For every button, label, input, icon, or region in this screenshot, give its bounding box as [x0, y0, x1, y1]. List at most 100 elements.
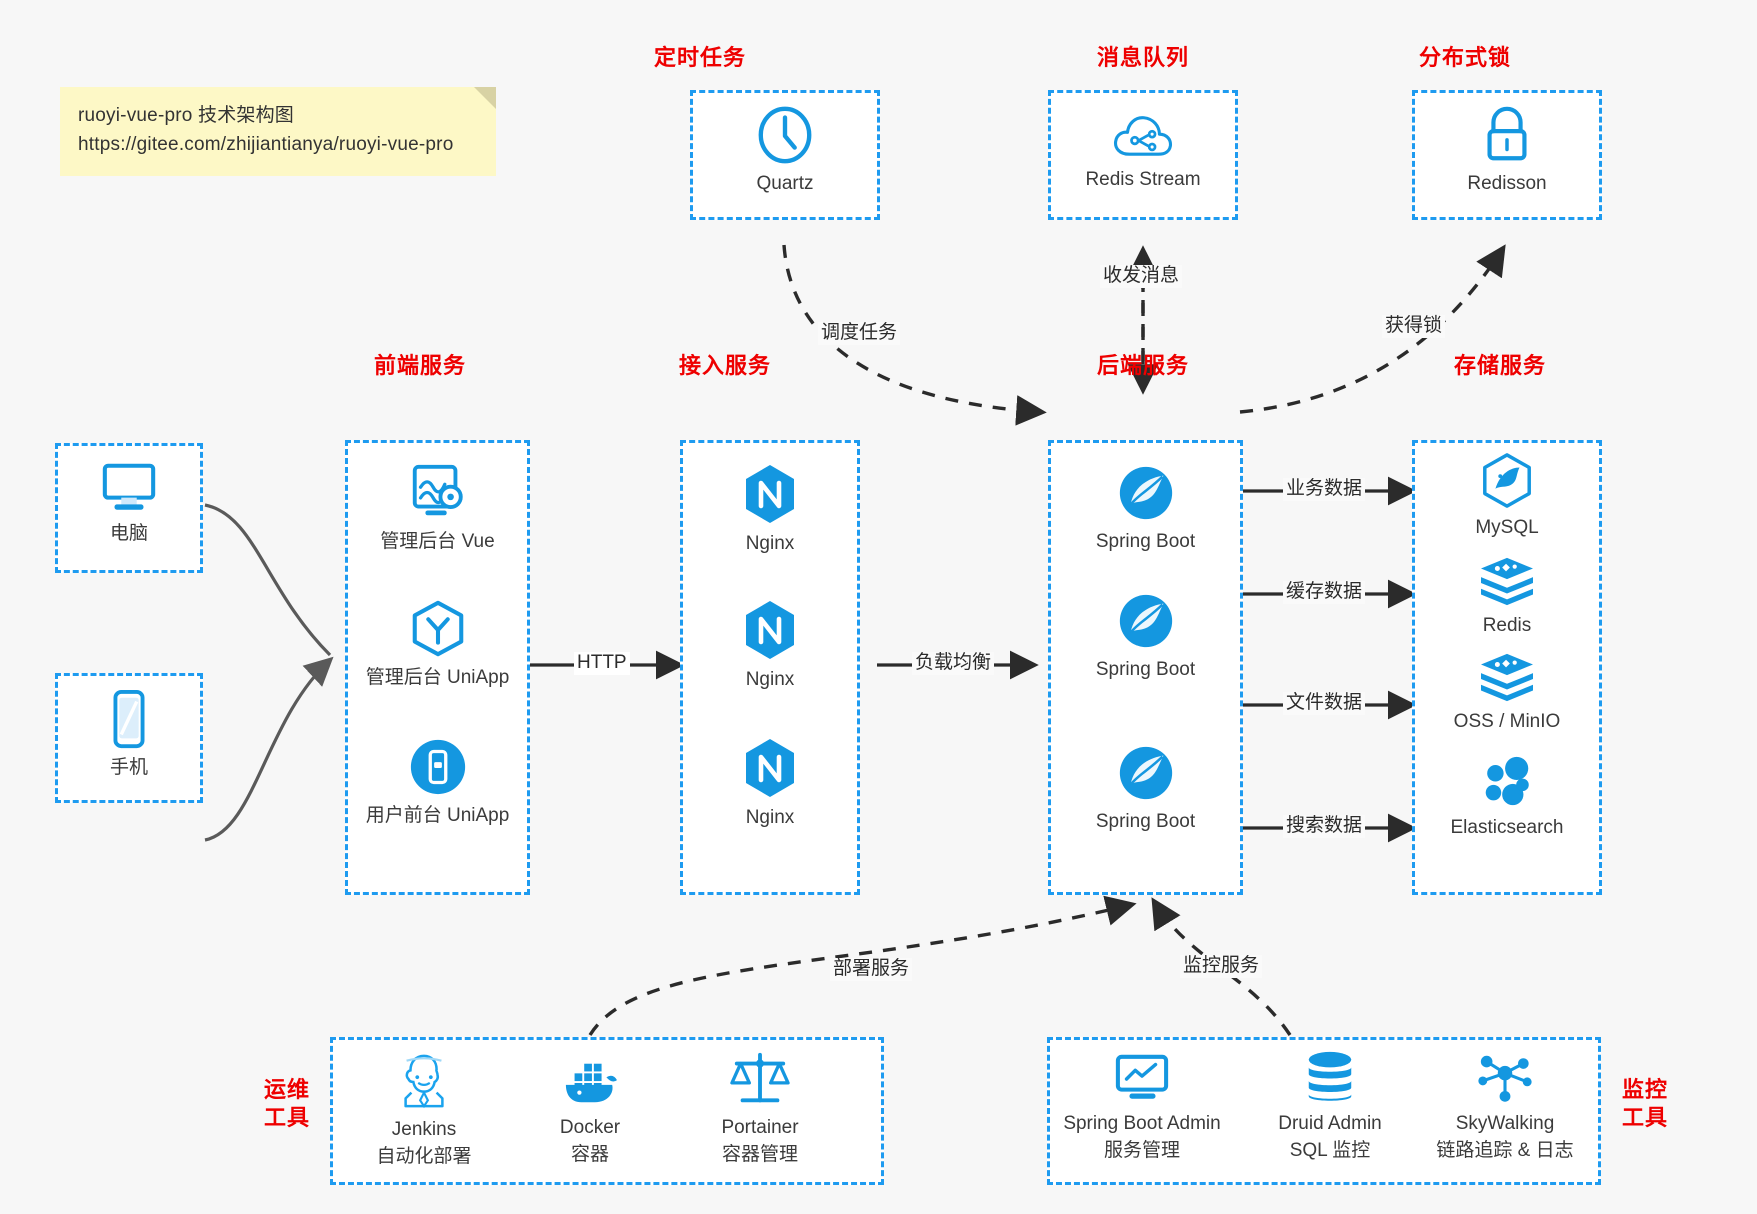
node-druid-admin-label: Druid Admin — [1278, 1113, 1382, 1134]
redis-icon — [1478, 556, 1536, 608]
group-title-storage: 存储服务 — [1453, 353, 1546, 378]
node-redisson-label: Redisson — [1467, 173, 1547, 194]
spring-boot-icon — [1115, 462, 1177, 524]
skywalking-node-icon — [1475, 1050, 1535, 1106]
mobile-app-icon — [407, 736, 469, 798]
node-nginx-3[interactable]: Nginx — [680, 736, 860, 831]
edge-label-load-balance: 负载均衡 — [912, 652, 995, 675]
node-portainer-sublabel: 容器管理 — [721, 1143, 798, 1165]
edge-label-schedule-task: 调度任务 — [818, 322, 901, 345]
node-portainer[interactable]: Portainer 容器管理 — [680, 1050, 840, 1167]
group-title-gateway: 接入服务 — [678, 353, 771, 378]
node-nginx-3-label: Nginx — [745, 807, 795, 828]
node-docker-sublabel: 容器 — [570, 1143, 609, 1165]
node-nginx-1[interactable]: Nginx — [680, 462, 860, 557]
edge-label-business-data: 业务数据 — [1283, 478, 1366, 501]
edge-label-monitor-service: 监控服务 — [1180, 955, 1263, 978]
phone-icon — [107, 688, 151, 750]
portainer-scales-icon — [729, 1050, 791, 1110]
node-redisson[interactable]: Redisson — [1412, 104, 1602, 197]
group-title-mq: 消息队列 — [1096, 45, 1189, 70]
nginx-icon — [741, 736, 799, 800]
elasticsearch-icon — [1478, 752, 1536, 810]
node-redis-stream-label: Redis Stream — [1085, 169, 1201, 190]
edge-label-send-receive-msg: 收发消息 — [1100, 265, 1183, 288]
node-jenkins-sublabel: 自动化部署 — [376, 1145, 472, 1167]
node-redis-stream[interactable]: Redis Stream — [1048, 110, 1238, 193]
mysql-icon — [1479, 452, 1535, 510]
edge-label-acquire-lock: 获得锁 — [1382, 315, 1446, 338]
monitor-screen-icon — [1111, 1052, 1173, 1106]
node-redis[interactable]: Redis — [1412, 556, 1602, 639]
spring-boot-icon — [1115, 742, 1177, 804]
note-line-url: https://gitee.com/zhijiantianya/ruoyi-vu… — [78, 134, 454, 156]
node-spring-boot-admin-sublabel: 服务管理 — [1103, 1139, 1180, 1161]
node-oss[interactable]: OSS / MinIO — [1412, 652, 1602, 735]
spring-boot-icon — [1115, 590, 1177, 652]
desktop-icon — [98, 458, 160, 516]
node-pc-label: 电脑 — [109, 523, 148, 544]
group-title-scheduler: 定时任务 — [653, 45, 746, 70]
cloud-stream-icon — [1112, 110, 1174, 162]
edge-label-file-data: 文件数据 — [1283, 692, 1366, 715]
node-mysql[interactable]: MySQL — [1412, 452, 1602, 541]
node-mobile[interactable]: 手机 — [55, 688, 203, 781]
oss-icon — [1478, 652, 1536, 704]
node-user-uniapp[interactable]: 用户前台 UniApp — [345, 736, 530, 829]
node-docker[interactable]: Docker 容器 — [510, 1056, 670, 1167]
node-nginx-2-label: Nginx — [745, 669, 795, 690]
node-skywalking-label: SkyWalking — [1455, 1113, 1555, 1134]
docker-icon — [558, 1056, 622, 1110]
node-spring-boot-2[interactable]: Spring Boot — [1048, 590, 1243, 683]
group-title-lock: 分布式锁 — [1418, 45, 1511, 70]
nginx-icon — [741, 598, 799, 662]
group-title-frontend: 前端服务 — [373, 353, 466, 378]
node-nginx-1-label: Nginx — [745, 533, 795, 554]
group-box-scheduler — [690, 90, 880, 220]
group-box-lock — [1412, 90, 1602, 220]
database-icon — [1301, 1050, 1359, 1106]
clock-icon — [754, 104, 816, 166]
edge-label-deploy-service: 部署服务 — [830, 958, 913, 981]
node-elasticsearch[interactable]: Elasticsearch — [1412, 752, 1602, 841]
edge-label-cache-data: 缓存数据 — [1283, 581, 1366, 604]
note-line-title: ruoyi-vue-pro 技术架构图 — [78, 105, 295, 126]
group-box-frontend — [345, 440, 530, 895]
node-spring-boot-3-label: Spring Boot — [1095, 811, 1196, 832]
node-spring-boot-2-label: Spring Boot — [1095, 659, 1196, 680]
uniapp-cube-icon — [407, 598, 469, 660]
node-druid-admin[interactable]: Druid Admin SQL 监控 — [1250, 1050, 1410, 1163]
node-nginx-2[interactable]: Nginx — [680, 598, 860, 693]
node-skywalking[interactable]: SkyWalking 链路追踪 & 日志 — [1420, 1050, 1590, 1163]
node-pc[interactable]: 电脑 — [55, 458, 203, 547]
group-title-backend: 后端服务 — [1096, 353, 1189, 378]
group-title-monitor: 监控 工具 — [1621, 1077, 1668, 1130]
node-admin-vue[interactable]: 管理后台 Vue — [345, 462, 530, 555]
edge-label-search-data: 搜索数据 — [1283, 815, 1366, 838]
node-oss-label: OSS / MinIO — [1453, 711, 1561, 732]
node-jenkins[interactable]: Jenkins 自动化部署 — [344, 1050, 504, 1169]
node-quartz-label: Quartz — [756, 173, 814, 194]
note-fold-corner — [474, 87, 496, 109]
group-title-devops: 运维 工具 — [263, 1077, 310, 1130]
node-admin-uniapp[interactable]: 管理后台 UniApp — [345, 598, 530, 691]
node-spring-boot-1-label: Spring Boot — [1095, 531, 1196, 552]
node-spring-boot-admin[interactable]: Spring Boot Admin 服务管理 — [1047, 1052, 1237, 1163]
node-quartz[interactable]: Quartz — [690, 104, 880, 197]
group-box-devops — [330, 1037, 884, 1185]
node-user-uniapp-label: 用户前台 UniApp — [365, 805, 510, 826]
node-mysql-label: MySQL — [1475, 517, 1539, 538]
node-elasticsearch-label: Elasticsearch — [1450, 817, 1564, 838]
node-spring-boot-3[interactable]: Spring Boot — [1048, 742, 1243, 835]
node-admin-uniapp-label: 管理后台 UniApp — [365, 667, 510, 688]
node-mobile-label: 手机 — [109, 757, 148, 778]
node-portainer-label: Portainer — [721, 1117, 799, 1138]
node-spring-boot-1[interactable]: Spring Boot — [1048, 462, 1243, 555]
node-admin-vue-label: 管理后台 Vue — [380, 531, 495, 552]
nginx-icon — [741, 462, 799, 526]
jenkins-icon — [394, 1050, 454, 1112]
edge-label-http: HTTP — [574, 652, 630, 675]
lock-icon — [1478, 104, 1536, 166]
node-druid-admin-sublabel: SQL 监控 — [1289, 1139, 1371, 1161]
node-spring-boot-admin-label: Spring Boot Admin — [1063, 1113, 1221, 1134]
